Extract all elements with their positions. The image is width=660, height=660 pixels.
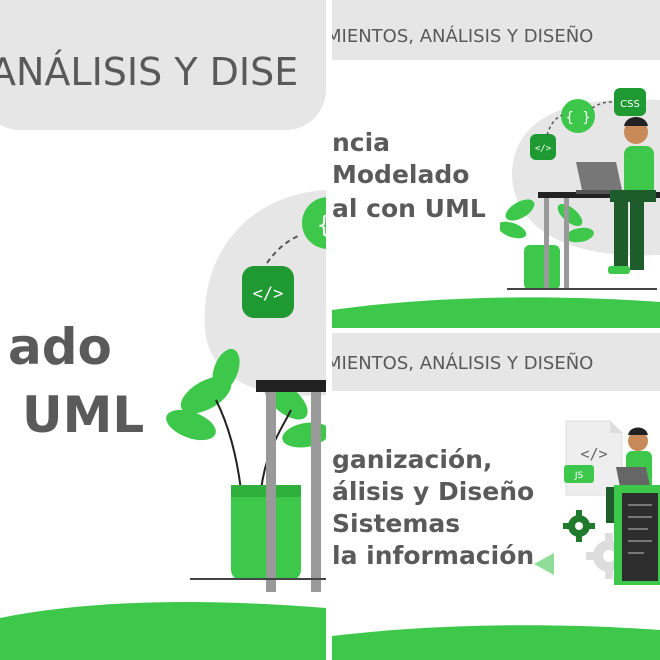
code-badge-icon: </> [242,266,294,318]
connector-line [546,101,615,136]
header-text: MIENTOS, ANÁLISIS Y DISEÑO [332,353,594,374]
code-badge-icon: </> [530,134,556,160]
svg-text:{: { [317,211,326,239]
gear-icon [563,510,595,542]
plant-icon [166,348,326,580]
desk-icon [256,380,326,592]
slide-title-line-3: al con UML [332,194,486,223]
plant-icon [500,199,594,290]
header-band [332,333,660,391]
laptop-icon [576,162,630,194]
slide-title-line-2: álisis y Diseño [332,477,535,506]
laptop-icon [616,467,650,487]
slide-panel-top-right: MIENTOS, ANÁLISIS Y DISEÑO ncia Modelado… [332,0,660,328]
curly-braces-badge-icon: { [302,197,326,249]
svg-text:{ }: { } [565,110,590,126]
slide-title-line-3: Sistemas [332,509,461,538]
slide-title-line-2: Modelado [332,160,470,189]
floor-line [190,578,326,580]
slide-title-line-1: ganización, [332,445,493,474]
header-band [0,0,326,130]
desk-icon [614,485,660,585]
desk-icon [538,192,660,288]
play-arrow-icon [534,553,554,575]
svg-text:</>: </> [580,445,607,463]
connector-line [266,234,301,264]
bottom-wave [332,297,660,328]
floor-line [507,288,657,290]
slide-title-line-4: la información [332,541,535,570]
person-icon [608,117,656,274]
svg-text:</>: </> [253,284,284,304]
header-band [332,0,660,60]
slide-title-line-2: UML [22,386,145,444]
js-badge-icon: JS [564,465,594,483]
curly-braces-badge-icon: { } [561,99,595,133]
css-badge-icon: CSS [614,88,646,116]
bottom-wave [332,625,660,660]
slide-title-line-1: ncia [332,128,391,157]
slide-title-line-1: ado [8,318,112,376]
divider-vertical [326,0,332,660]
svg-text:CSS: CSS [620,99,640,110]
divider-horizontal [332,328,660,333]
slide-panel-left: ANÁLISIS Y DISE ado UML </> { [0,0,326,660]
svg-text:</>: </> [535,144,552,154]
header-text: ANÁLISIS Y DISE [0,50,299,94]
svg-text:JS: JS [574,471,584,481]
header-text: MIENTOS, ANÁLISIS Y DISEÑO [332,26,594,47]
bottom-wave [0,602,326,660]
slide-panel-bottom-right: MIENTOS, ANÁLISIS Y DISEÑO ganización, á… [332,333,660,660]
